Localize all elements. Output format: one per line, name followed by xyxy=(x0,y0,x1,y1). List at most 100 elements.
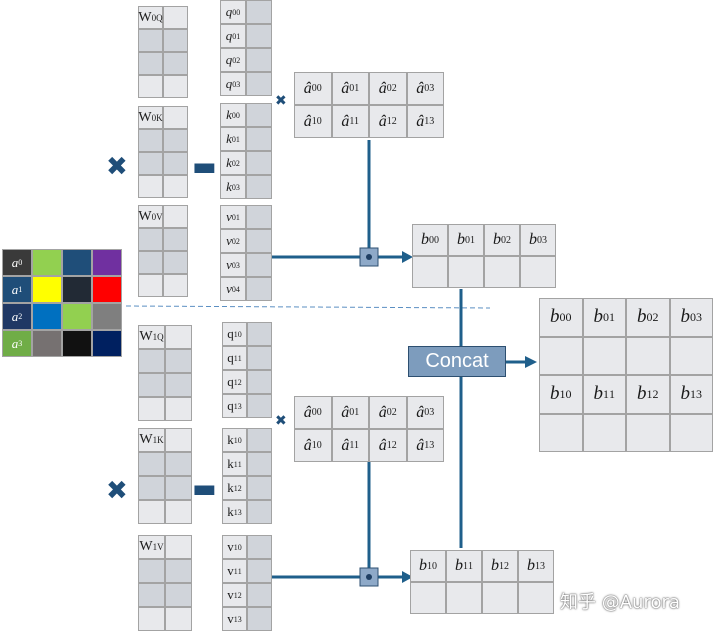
matrix-cell xyxy=(138,274,163,297)
matrix-cell xyxy=(138,251,163,274)
input-color-cell xyxy=(62,330,92,357)
multiply-icon-attn1: ✖ xyxy=(275,413,287,429)
matrix-cell xyxy=(165,607,192,631)
matrix-cell xyxy=(165,535,192,559)
input-color-cell xyxy=(62,276,92,303)
matrix-cell xyxy=(247,370,272,394)
matrix-cell xyxy=(518,582,554,614)
matrix-cell xyxy=(163,175,188,198)
matrix-cell xyxy=(138,75,163,98)
matrix-cell xyxy=(165,500,192,524)
matrix-cell xyxy=(247,607,272,631)
matrix-cell xyxy=(246,175,272,199)
matrix-cell xyxy=(165,397,192,421)
matrix-cell xyxy=(247,583,272,607)
matrix-cell xyxy=(163,251,188,274)
matrix-cell xyxy=(247,394,272,418)
multiply-icon-head0: ✖ xyxy=(106,152,128,182)
matrix-cell xyxy=(246,127,272,151)
matrix-cell xyxy=(163,129,188,152)
matrix-cell xyxy=(246,229,272,253)
matrix-cell xyxy=(163,52,188,75)
matrix-cell xyxy=(163,75,188,98)
matrix-cell xyxy=(138,500,165,524)
input-color-cell xyxy=(32,276,62,303)
matrix-cell xyxy=(446,582,482,614)
matrix-cell xyxy=(246,205,272,229)
matrix-cell xyxy=(247,452,272,476)
matrix-cell xyxy=(165,452,192,476)
multiply-icon-attn0: ✖ xyxy=(275,93,287,109)
matrix-cell xyxy=(138,607,165,631)
watermark: 知乎 @Aurora xyxy=(560,592,680,613)
matrix-cell xyxy=(247,428,272,452)
matrix-cell xyxy=(246,0,272,24)
concat-box: Concat xyxy=(408,346,506,377)
input-color-cell xyxy=(32,330,62,357)
matrix-cell xyxy=(163,29,188,52)
matrix-cell xyxy=(669,413,713,452)
matrix-cell xyxy=(582,336,626,375)
input-color-cell xyxy=(92,330,122,357)
matrix-cell xyxy=(165,325,192,349)
matrix-cell xyxy=(138,52,163,75)
dot-product-icon-1 xyxy=(366,574,372,580)
input-color-cell xyxy=(92,249,122,276)
matrix-cell xyxy=(246,48,272,72)
matrix-cell xyxy=(247,322,272,346)
concat-arrowhead xyxy=(525,356,537,368)
head-separator xyxy=(125,305,491,309)
matrix-cell xyxy=(520,256,556,288)
input-color-cell xyxy=(32,249,62,276)
matrix-cell xyxy=(247,559,272,583)
multiply-icon-head1: ✖ xyxy=(106,476,128,506)
matrix-cell xyxy=(247,535,272,559)
matrix-cell xyxy=(410,582,446,614)
dot-product-icon-0 xyxy=(366,254,372,260)
